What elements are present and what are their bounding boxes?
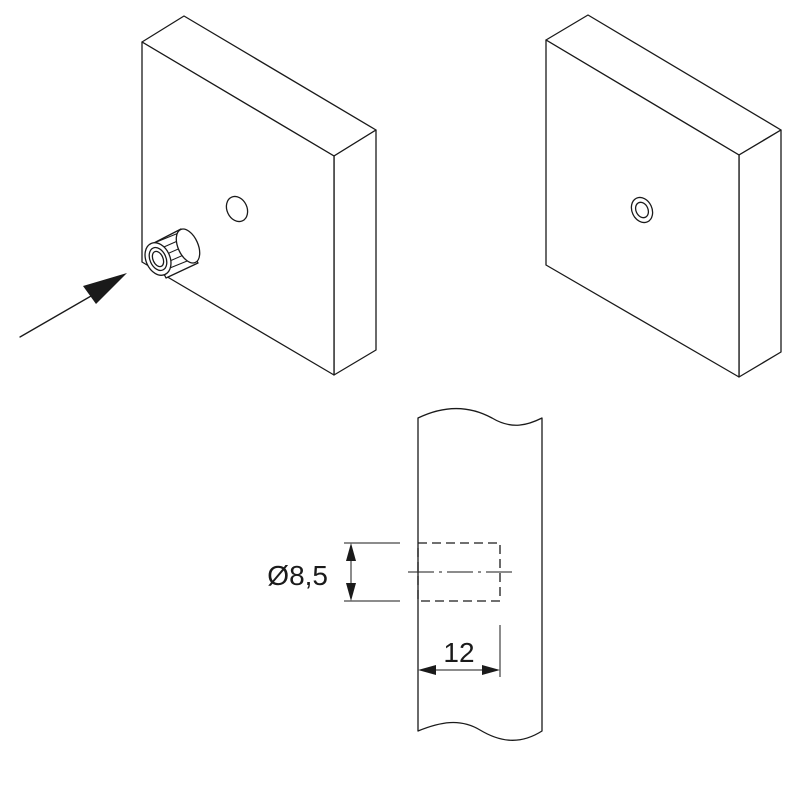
- hole-diameter-label: Ø8,5: [267, 560, 328, 591]
- arrow-icon: [19, 273, 127, 338]
- panel-right-side-face: [738, 129, 782, 378]
- panel-right-hole-inner: [634, 201, 650, 219]
- panel-right: [545, 14, 782, 378]
- hole-depth-label: 12: [443, 637, 474, 668]
- section-view: [408, 408, 543, 741]
- depth-dimension: 12: [418, 625, 501, 677]
- panel-right-hole-outer: [630, 196, 654, 224]
- threaded-insert-icon: [144, 228, 201, 279]
- diameter-dimension: Ø8,5: [267, 542, 400, 602]
- section-outline: [417, 408, 543, 741]
- panel-left-front-face: [141, 41, 335, 376]
- panel-left-hole: [225, 195, 249, 223]
- panel-left-side-face: [333, 129, 377, 376]
- panel-right-front-face: [545, 39, 740, 378]
- panel-left: [141, 15, 377, 376]
